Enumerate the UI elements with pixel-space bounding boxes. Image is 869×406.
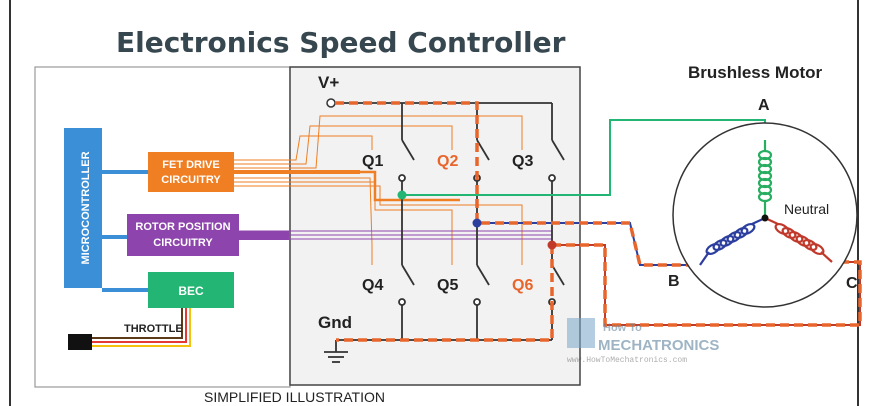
throttle-wire-brown <box>90 308 183 339</box>
q4-label: Q4 <box>362 277 383 294</box>
vplus-label: V+ <box>318 73 339 92</box>
watermark-line2: MECHATRONICS <box>598 337 719 354</box>
fet-gate-lines <box>234 115 523 265</box>
ground-symbol <box>324 340 348 363</box>
throttle-wire-red <box>90 308 187 343</box>
q2-label: Q2 <box>437 153 458 170</box>
q3-label: Q3 <box>512 153 533 170</box>
q6-label: Q6 <box>512 277 533 294</box>
microcontroller-block <box>64 128 102 288</box>
fet-drive-branch <box>360 170 460 202</box>
phase-c-label: C <box>846 275 858 292</box>
throttle-label: THROTTLE <box>124 323 183 335</box>
motor-title: Brushless Motor <box>688 63 823 82</box>
gnd-label: Gnd <box>318 313 352 332</box>
watermark-url: www.HowToMechatronics.com <box>567 356 687 365</box>
node-a <box>397 190 407 200</box>
bec-block <box>148 272 234 308</box>
fet-drive-block <box>148 152 234 192</box>
rotor-position-label-1: ROTOR POSITION <box>135 221 230 233</box>
fet-drive-label-2: CIRCUITRY <box>161 174 221 186</box>
q1-label: Q1 <box>362 153 383 170</box>
bec-label: BEC <box>178 284 204 298</box>
node-c <box>547 240 557 250</box>
watermark-logo <box>567 318 595 348</box>
caption: SIMPLIFIED ILLUSTRATION <box>204 389 385 405</box>
neutral-node <box>761 214 769 222</box>
rotor-sense-trunk <box>239 231 289 240</box>
title: Electronics Speed Controller <box>116 26 566 59</box>
throttle-wire-yellow <box>90 308 191 347</box>
microcontroller-label: MICROCONTROLLER <box>80 151 92 264</box>
rotor-sense-lines <box>239 230 552 240</box>
node-b <box>472 218 482 228</box>
neutral-label: Neutral <box>784 201 829 217</box>
coil-b <box>699 217 766 266</box>
watermark-line1: How To <box>603 322 642 334</box>
rotor-position-label-2: CIRCUITRY <box>153 237 213 249</box>
esc-panel <box>289 66 581 386</box>
throttle-connector <box>68 334 92 350</box>
watermark: How To MECHATRONICS www.HowToMechatronic… <box>567 318 719 365</box>
vplus-terminal <box>326 98 336 108</box>
coil-c <box>764 217 833 263</box>
rotor-position-block <box>127 214 239 256</box>
q5-label: Q5 <box>437 277 458 294</box>
phase-b-label: B <box>668 273 680 290</box>
fet-drive-label-1: FET DRIVE <box>162 159 219 171</box>
phase-a-label: A <box>758 97 770 114</box>
current-path <box>335 101 862 342</box>
